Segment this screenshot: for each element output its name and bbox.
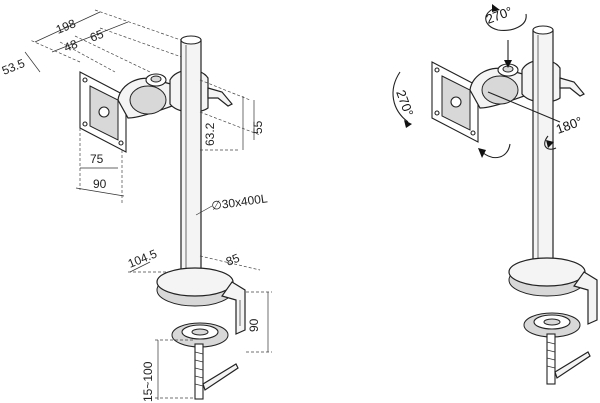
clamp-frame — [221, 281, 246, 335]
dim-53-5: 53.5 — [0, 56, 27, 78]
dim-pole-30x400: ∅30x400L — [210, 191, 268, 213]
screw-handle — [202, 363, 239, 391]
dim-198: 198 — [54, 16, 78, 37]
clamp-screw — [194, 343, 204, 400]
angle-top: 270° — [484, 4, 514, 27]
pole-right — [532, 29, 554, 271]
rotate-arrow-right — [544, 135, 557, 150]
rotate-arrow-bottom — [481, 143, 511, 159]
dim-55: 55 — [251, 120, 265, 134]
dim-85: 85 — [224, 251, 242, 269]
dim-104-5: 104.5 — [126, 246, 159, 270]
angle-right: 180° — [554, 114, 584, 137]
angle-left: 270° — [393, 88, 416, 118]
dim-90-width: 90 — [93, 177, 107, 191]
dim-48: 48 — [62, 37, 80, 55]
clamp-lever — [207, 87, 233, 107]
dim-75: 75 — [90, 152, 104, 166]
left-dimensioned-drawing: 198 53.5 48 65 63.2 55 — [0, 9, 272, 402]
dim-15-100: 15~100 — [141, 361, 155, 402]
rotate-arrow-top — [485, 7, 527, 31]
dim-63-2: 63.2 — [203, 122, 217, 146]
dim-90-height: 90 — [247, 318, 261, 332]
dim-65: 65 — [88, 27, 106, 45]
rotate-arrow-left — [392, 71, 409, 123]
pole — [180, 39, 202, 281]
right-rotation-drawing: 270° 270° 180° — [392, 4, 598, 385]
